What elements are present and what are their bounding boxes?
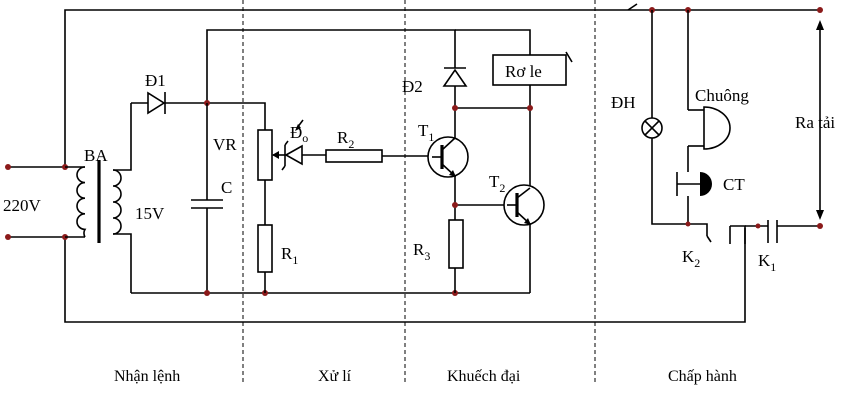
- label-ba: BA: [84, 146, 108, 165]
- transistor-t2: [503, 184, 545, 293]
- label-vr: VR: [213, 135, 237, 154]
- label-15v: 15V: [135, 204, 165, 223]
- input-terminal-top: [5, 164, 11, 170]
- primary-coil: [76, 166, 87, 238]
- label-t1: T1: [418, 121, 434, 144]
- transistor-t1: [427, 136, 469, 178]
- input-terminal-bottom: [5, 234, 11, 240]
- top-wire-break: [627, 3, 638, 11]
- bell-icon: [703, 106, 731, 150]
- label-d1: Đ1: [145, 71, 166, 90]
- arrow-down-icon: [816, 210, 824, 220]
- output-terminal-top: [817, 7, 823, 13]
- secondary-coil: [112, 169, 122, 235]
- potentiometer-vr: [257, 129, 285, 225]
- label-r3: R3: [413, 240, 430, 263]
- section-receive: Nhận lệnh: [114, 368, 180, 385]
- label-220v: 220V: [3, 196, 42, 215]
- resistor-r1: [257, 224, 273, 293]
- label-d2: Đ2: [402, 77, 423, 96]
- section-execute: Chấp hành: [668, 368, 737, 385]
- diode-d1: [131, 91, 207, 115]
- label-relay: Rơ le: [505, 62, 542, 81]
- wiper-arrow-icon: [272, 151, 279, 159]
- top-wire: [8, 9, 628, 168]
- light-arrow-icon: [295, 124, 301, 131]
- execution-section: [628, 7, 824, 244]
- label-do: Đo: [290, 123, 308, 145]
- relay: [492, 51, 573, 188]
- t1-emitter-wiring: [452, 176, 507, 220]
- capacitor-c: [191, 103, 223, 293]
- label-bell: Chuông: [695, 86, 749, 105]
- arrow-up-icon: [816, 20, 824, 30]
- label-k2: K2: [682, 247, 700, 270]
- component-labels: BA 220V Đ1 VR C 15V Đo R1 R2 R3 T1 T2 Đ2…: [3, 62, 835, 274]
- negative-rail: [131, 290, 530, 296]
- bottom-wire: [8, 228, 746, 323]
- push-button-icon: [700, 172, 712, 196]
- positive-rail: [204, 29, 531, 130]
- label-c: C: [221, 178, 232, 197]
- transformer: [65, 103, 132, 293]
- label-r2: R2: [337, 128, 354, 151]
- section-amplify: Khuếch đại: [447, 368, 521, 385]
- label-t2: T2: [489, 172, 505, 195]
- photodiode-do: [281, 119, 326, 171]
- label-lamp: ĐH: [611, 93, 636, 112]
- resistor-r2: [325, 149, 432, 163]
- section-labels: Nhận lệnh Xử lí Khuếch đại Chấp hành: [114, 368, 737, 385]
- label-load: Ra tải: [795, 113, 835, 132]
- outer-loop: [8, 3, 746, 323]
- label-k1: K1: [758, 251, 776, 274]
- label-ct: CT: [723, 175, 745, 194]
- diode-d2: [442, 67, 530, 138]
- label-r1: R1: [281, 244, 298, 267]
- output-terminal-bottom: [817, 223, 823, 229]
- section-process: Xử lí: [318, 368, 352, 385]
- resistor-r3: [448, 219, 464, 293]
- section-dividers: [242, 0, 596, 385]
